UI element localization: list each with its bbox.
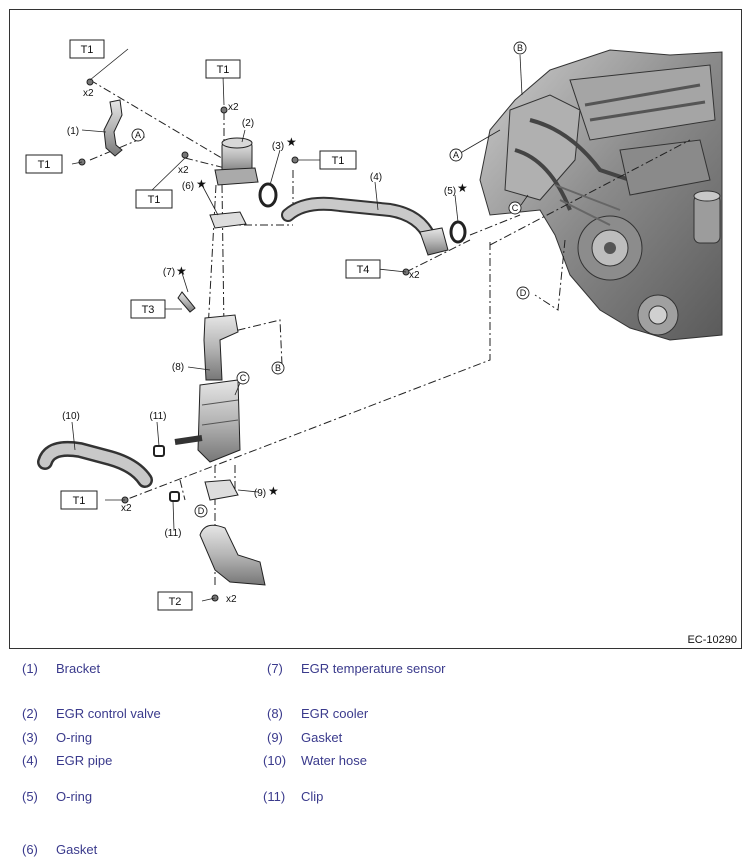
o-ring-3-part xyxy=(258,182,278,208)
bracket-part xyxy=(78,78,123,166)
o-ring-5-part xyxy=(449,220,467,244)
quantity-label: x2 xyxy=(178,165,189,176)
gasket-9-part xyxy=(204,479,239,501)
legend-label: EGR temperature sensor xyxy=(301,661,446,676)
legend-number: (2) xyxy=(22,706,38,721)
legend-number: (8) xyxy=(267,706,283,721)
legend-number: (7) xyxy=(267,661,283,676)
torque-label-t1d: T1 xyxy=(148,194,161,206)
callout-1: (1) xyxy=(67,126,79,137)
leader-lines xyxy=(71,48,529,602)
legend-label: EGR control valve xyxy=(56,706,161,721)
legend-number: (6) xyxy=(22,842,38,857)
egr-pipe-part xyxy=(281,156,449,276)
ref-letter-b: B xyxy=(275,363,281,373)
callout-6: (6) xyxy=(182,181,194,192)
torque-label-t3: T3 xyxy=(142,304,155,316)
torque-boxes xyxy=(25,39,381,611)
legend-number: (5) xyxy=(22,789,38,804)
clip-11b-part xyxy=(169,491,180,502)
callout-8: (8) xyxy=(172,362,184,373)
alignment-guides xyxy=(89,79,691,585)
legend-number: (10) xyxy=(263,753,287,768)
legend-number: (3) xyxy=(22,730,38,745)
ref-letter-a: A xyxy=(135,130,141,140)
torque-label-t1c: T1 xyxy=(38,159,51,171)
legend-label: Bracket xyxy=(56,661,101,676)
ref-letter-d: D xyxy=(520,288,527,298)
legend-label: O-ring xyxy=(56,730,93,745)
callout-2: (2) xyxy=(242,118,254,129)
water-hose-part xyxy=(37,440,153,488)
star-marker: ★ xyxy=(196,177,207,191)
quantity-label: x2 xyxy=(409,270,420,281)
legend-label: O-ring xyxy=(56,789,93,804)
legend-label: EGR pipe xyxy=(56,753,113,768)
egr-temperature-sensor-part xyxy=(177,291,196,313)
torque-label-t2: T2 xyxy=(169,596,182,608)
gasket-6-part xyxy=(209,211,247,229)
callout-11b: (11) xyxy=(164,528,181,539)
ref-letter-b: B xyxy=(517,43,523,53)
callout-10: (10) xyxy=(62,411,80,422)
callout-3: (3) xyxy=(272,141,284,152)
torque-label-t4: T4 xyxy=(357,264,370,276)
torque-label-t1b: T1 xyxy=(217,64,230,76)
quantity-label: x2 xyxy=(121,503,132,514)
callout-5: (5) xyxy=(444,186,456,197)
legend-label: Water hose xyxy=(301,753,367,768)
callout-4: (4) xyxy=(370,172,382,183)
quantity-label: x2 xyxy=(83,88,94,99)
legend-number: (4) xyxy=(22,753,38,768)
exploded-diagram: T1 T1 T1 T1 T1 T1 T2 T3 T4 x2 x2 x2 x2 x… xyxy=(9,9,742,649)
torque-label-t1e: T1 xyxy=(332,155,345,167)
star-marker: ★ xyxy=(268,484,279,498)
star-marker: ★ xyxy=(286,135,297,149)
diagram-svg: T1 T1 T1 T1 T1 T1 T2 T3 T4 x2 x2 x2 x2 x… xyxy=(25,39,723,611)
legend-label: Gasket xyxy=(56,842,98,857)
legend-number: (9) xyxy=(267,730,283,745)
engine-illustration xyxy=(479,49,723,341)
callout-11a: (11) xyxy=(149,411,166,422)
star-marker: ★ xyxy=(457,181,468,195)
quantity-label: x2 xyxy=(226,594,237,605)
quantity-label: x2 xyxy=(228,102,239,113)
clip-11a-part xyxy=(153,445,165,457)
ref-letter-d: D xyxy=(198,506,205,516)
torque-label-t1f: T1 xyxy=(73,495,86,507)
torque-label-t1a: T1 xyxy=(81,44,94,56)
legend-label: Gasket xyxy=(301,730,343,745)
egr-cooler-part xyxy=(174,314,241,463)
ref-letter-c: C xyxy=(512,203,519,213)
legend-number: (1) xyxy=(22,661,38,676)
legend-label: Clip xyxy=(301,789,324,804)
legend-number: (11) xyxy=(263,789,286,804)
callout-9: (9) xyxy=(254,488,266,499)
egr-outlet-pipe-part xyxy=(121,496,266,602)
ref-letter-c: C xyxy=(240,373,247,383)
legend-label: EGR cooler xyxy=(301,706,369,721)
callout-7: (7) xyxy=(163,267,175,278)
egr-control-valve-part xyxy=(181,106,259,186)
ref-letter-a: A xyxy=(453,150,459,160)
figure-code: EC-10290 xyxy=(687,634,737,646)
star-marker: ★ xyxy=(176,264,187,278)
